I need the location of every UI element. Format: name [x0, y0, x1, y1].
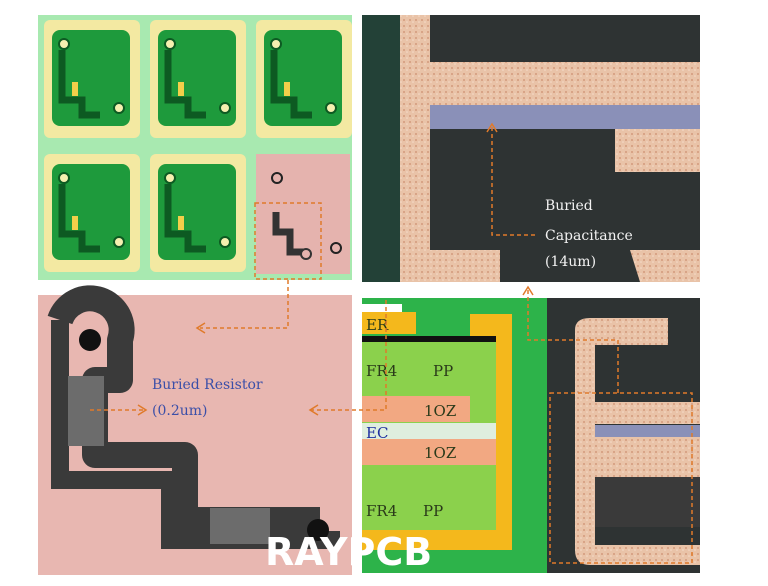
capacitance-link-arrow	[527, 288, 619, 393]
resistor-pointer-arrow	[200, 280, 289, 329]
raypcb-watermark: RAYPCB	[265, 530, 432, 574]
layer-label-pp-bottom: PP	[423, 502, 443, 520]
svg-text:(0.2um): (0.2um)	[152, 403, 207, 419]
layer-label-pp-top: PP	[433, 362, 453, 380]
capacitor-closeup-photo	[547, 298, 700, 573]
svg-text:(14um): (14um)	[545, 254, 596, 270]
resistor-highlight-box	[254, 202, 322, 280]
layer-label-er: ER	[366, 316, 389, 334]
svg-text:Buried Resistor: Buried Resistor	[152, 377, 263, 393]
svg-text:Capacitance: Capacitance	[545, 228, 633, 244]
svg-text:Buried: Buried	[545, 198, 593, 214]
capacitance-cross-section-photo	[362, 15, 700, 282]
resistor-closeup-photo	[38, 285, 352, 575]
layer-label-1oz-bottom: 1OZ	[424, 444, 456, 462]
buried-resistor-label: Buried Resistor (0.2um)	[152, 377, 263, 419]
annotation-arrows	[90, 122, 619, 416]
layer-label-fr4-top: FR4	[366, 362, 397, 380]
layer-label-fr4-bottom: FR4	[366, 502, 397, 520]
pad-array-photo	[38, 15, 352, 280]
capacitance-pointer-arrow	[491, 125, 535, 236]
buried-capacitance-label: Buried Capacitance (14um)	[545, 198, 633, 270]
stackup-diagram: ER FR4 PP 1OZ EC 1OZ FR4 PP	[362, 298, 547, 573]
resistor-label-arrow	[310, 300, 387, 411]
layer-label-ec: EC	[366, 424, 388, 442]
layer-label-1oz-top: 1OZ	[424, 402, 456, 420]
